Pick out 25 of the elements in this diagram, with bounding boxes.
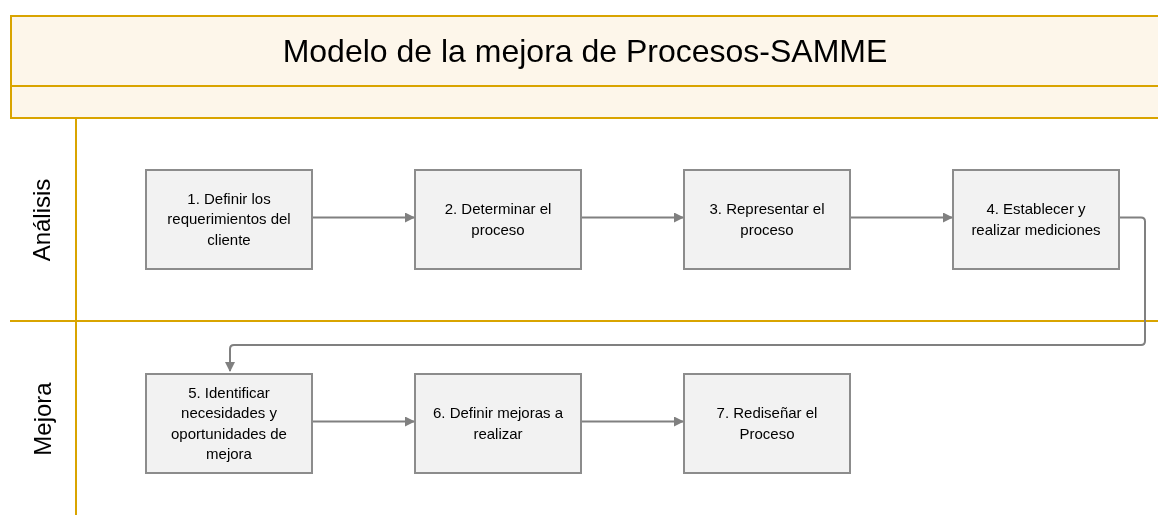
arrow [581,416,684,427]
arrow [225,216,1146,372]
process-box [145,169,313,270]
process-box [145,373,313,474]
arrow [312,212,415,223]
step-text: 2. Determinar el proceso [443,199,553,240]
process-box [414,373,582,474]
process-box [414,169,582,270]
swimlane [10,320,1158,515]
step-text: 1. Definir los requerimientos del cliente [166,189,292,250]
step-text: 7. Rediseñar el Proceso [715,403,819,444]
swimlane [10,117,1158,320]
step-text: 5. Identificar necesidades y oportunidades de mejora [170,383,288,464]
step-text: 4. Establecer y realizar mediciones [970,199,1102,240]
arrow [850,212,953,223]
lane-label: Mejora [27,381,57,456]
process-box [683,169,851,270]
step-text: 6. Definir mejoras a realizar [431,403,565,444]
process-box [952,169,1120,270]
arrow [581,212,684,223]
arrow [312,416,415,427]
title: Modelo de la mejora de Procesos-SAMME [282,32,888,71]
step-text: 3. Representar el proceso [708,199,826,240]
lane-label: Análisis [27,178,57,261]
process-box [683,373,851,474]
